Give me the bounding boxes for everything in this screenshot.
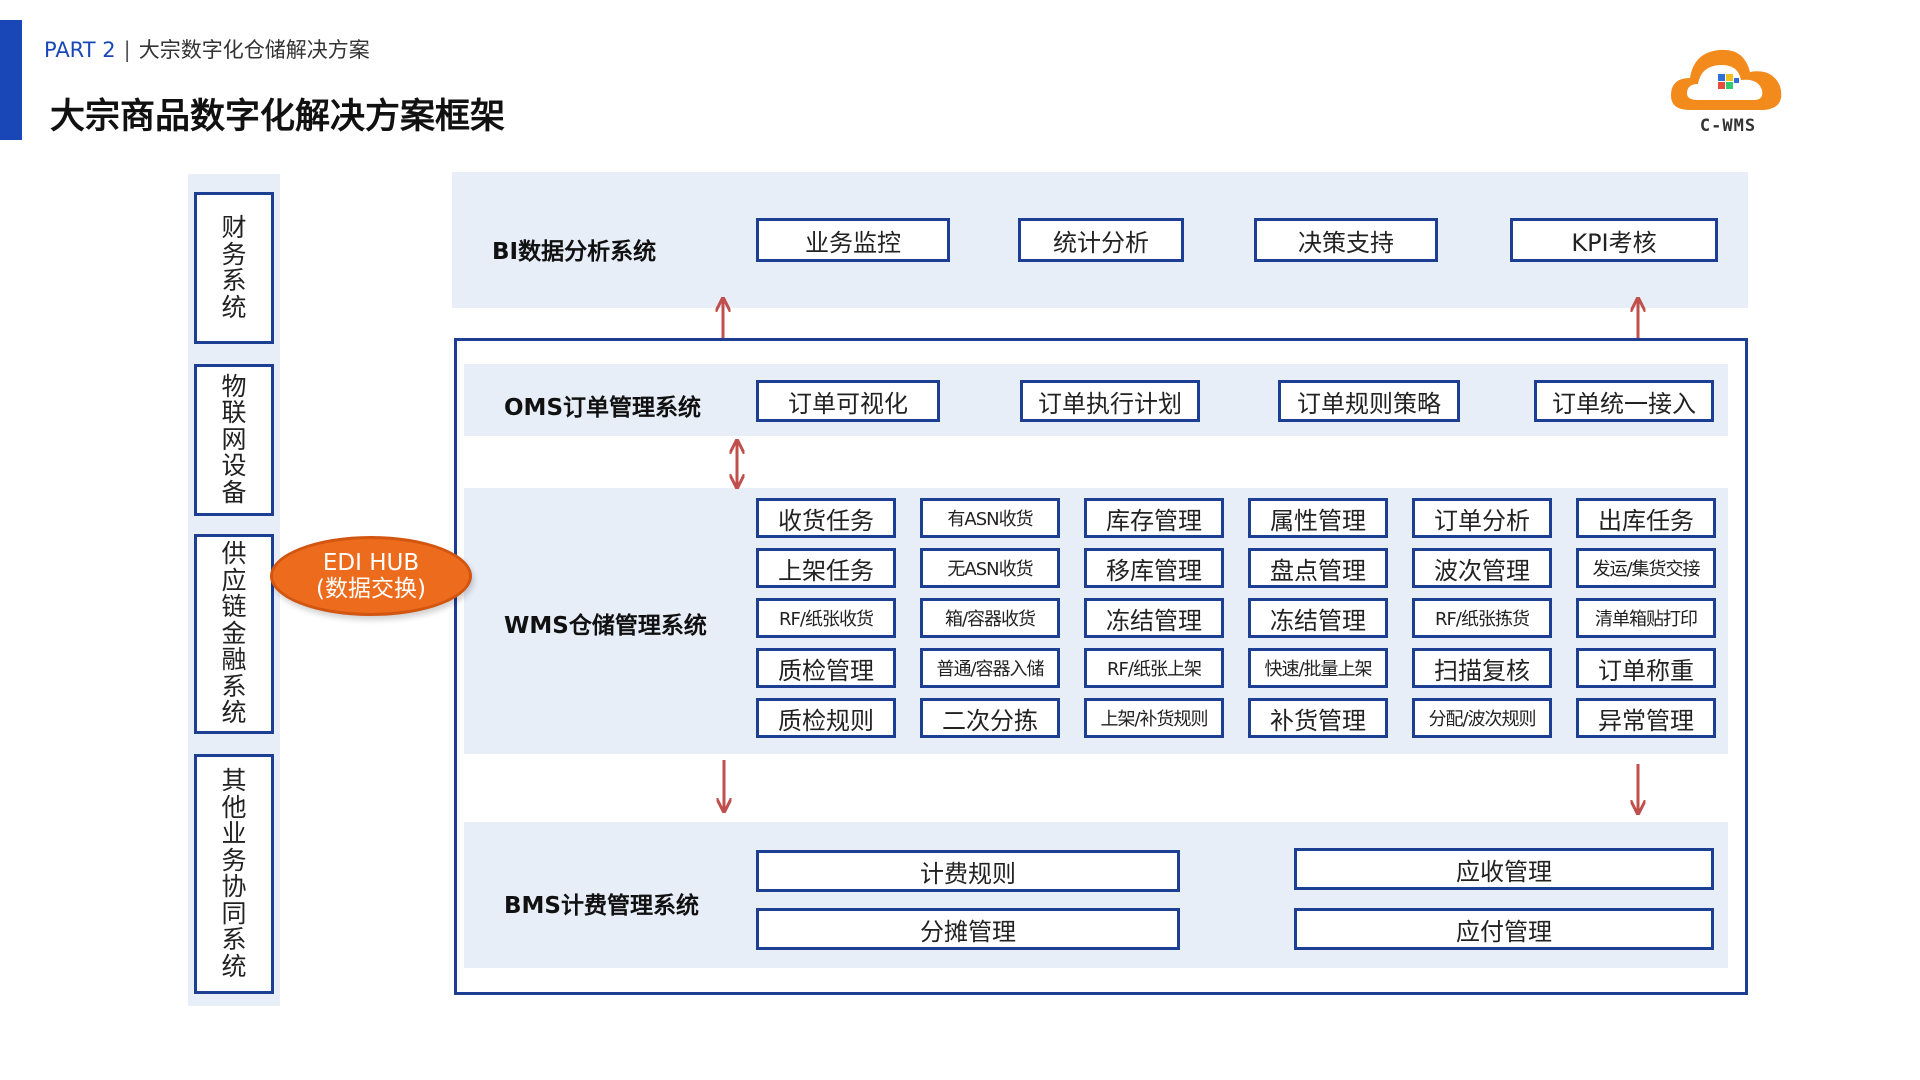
wms-module-r1c2: 有ASN收货 [920,498,1060,538]
oms-panel: OMS订单管理系统 订单可视化 订单执行计划 订单规则策略 订单统一接入 [464,364,1728,436]
iot-device-label: 物联网设备 [221,371,247,507]
bms-label: BMS计费管理系统 [504,893,699,919]
bms-module-payables: 应付管理 [1294,908,1714,950]
wms-module-r3c1: RF/纸张收货 [756,598,896,638]
bms-module-allocation: 分摊管理 [756,908,1180,950]
bi-module-monitoring: 业务监控 [756,218,950,262]
supply-chain-finance-label: 供应链金融系统 [221,539,247,728]
wms-module-r5c1: 质检规则 [756,698,896,738]
core-systems-frame [454,338,1748,995]
wms-module-r1c1: 收货任务 [756,498,896,538]
wms-module-r1c4: 属性管理 [1248,498,1388,538]
bi-panel: BI数据分析系统 业务监控 统计分析 决策支持 KPI考核 [452,172,1748,308]
section-subtitle: 大宗数字化仓储解决方案 [138,38,370,62]
wms-label: WMS仓储管理系统 [504,613,707,639]
bi-label: BI数据分析系统 [492,239,657,265]
wms-module-r5c4: 补货管理 [1248,698,1388,738]
bms-module-billing-rules: 计费规则 [756,850,1180,892]
c-wms-logo: C-WMS [1668,38,1788,142]
oms-module-visualization: 订单可视化 [756,380,940,422]
wms-module-r4c5: 扫描复核 [1412,648,1552,688]
wms-module-r5c5: 分配/波次规则 [1412,698,1552,738]
wms-module-r3c2: 箱/容器收货 [920,598,1060,638]
bms-module-receivables: 应收管理 [1294,848,1714,890]
wms-module-r1c6: 出库任务 [1576,498,1716,538]
other-business-systems-label: 其他业务协同系统 [221,766,247,981]
edi-hub-subtitle: (数据交换) [316,576,426,602]
oms-module-rule-strategy: 订单规则策略 [1278,380,1460,422]
finance-system-label: 财务系统 [221,213,247,322]
wms-panel: WMS仓储管理系统 收货任务有ASN收货库存管理属性管理订单分析出库任务上架任务… [464,488,1728,754]
iot-device-box: 物联网设备 [194,364,274,516]
wms-module-r3c3: 冻结管理 [1084,598,1224,638]
wms-module-r4c4: 快速/批量上架 [1248,648,1388,688]
oms-module-execution-plan: 订单执行计划 [1020,380,1200,422]
oms-label: OMS订单管理系统 [504,395,702,421]
wms-module-r4c3: RF/纸张上架 [1084,648,1224,688]
cloud-logo-icon [1670,49,1782,110]
edi-hub: EDI HUB (数据交换) [270,536,472,616]
supply-chain-finance-box: 供应链金融系统 [194,534,274,734]
bms-panel: BMS计费管理系统 计费规则 应收管理 分摊管理 应付管理 [464,822,1728,968]
finance-system-box: 财务系统 [194,192,274,344]
wms-module-r5c2: 二次分拣 [920,698,1060,738]
wms-module-r2c5: 波次管理 [1412,548,1552,588]
wms-module-r4c2: 普通/容器入储 [920,648,1060,688]
breadcrumb-separator: | [123,38,131,62]
wms-module-r1c3: 库存管理 [1084,498,1224,538]
page-title: 大宗商品数字化解决方案框架 [50,97,506,137]
wms-module-r2c1: 上架任务 [756,548,896,588]
oms-module-unified-access: 订单统一接入 [1534,380,1714,422]
logo-text: C-WMS [1699,116,1757,136]
wms-module-r3c6: 清单箱贴打印 [1576,598,1716,638]
wms-module-r2c6: 发运/集货交接 [1576,548,1716,588]
part-label: PART 2 [44,38,116,62]
wms-module-r5c3: 上架/补货规则 [1084,698,1224,738]
accent-bar [0,20,22,140]
external-systems-column: 财务系统 物联网设备 供应链金融系统 其他业务协同系统 [188,174,280,1006]
wms-module-r4c6: 订单称重 [1576,648,1716,688]
wms-module-r1c5: 订单分析 [1412,498,1552,538]
bi-module-decision: 决策支持 [1254,218,1438,262]
wms-module-r3c5: RF/纸张拣货 [1412,598,1552,638]
bi-module-statistics: 统计分析 [1018,218,1184,262]
wms-module-r2c3: 移库管理 [1084,548,1224,588]
edi-hub-title: EDI HUB [322,549,420,576]
wms-module-r3c4: 冻结管理 [1248,598,1388,638]
wms-module-r5c6: 异常管理 [1576,698,1716,738]
other-business-systems-box: 其他业务协同系统 [194,754,274,994]
section-breadcrumb: PART 2 | 大宗数字化仓储解决方案 [44,34,370,64]
wms-module-r2c2: 无ASN收货 [920,548,1060,588]
bi-module-kpi: KPI考核 [1510,218,1718,262]
wms-module-r2c4: 盘点管理 [1248,548,1388,588]
wms-module-r4c1: 质检管理 [756,648,896,688]
